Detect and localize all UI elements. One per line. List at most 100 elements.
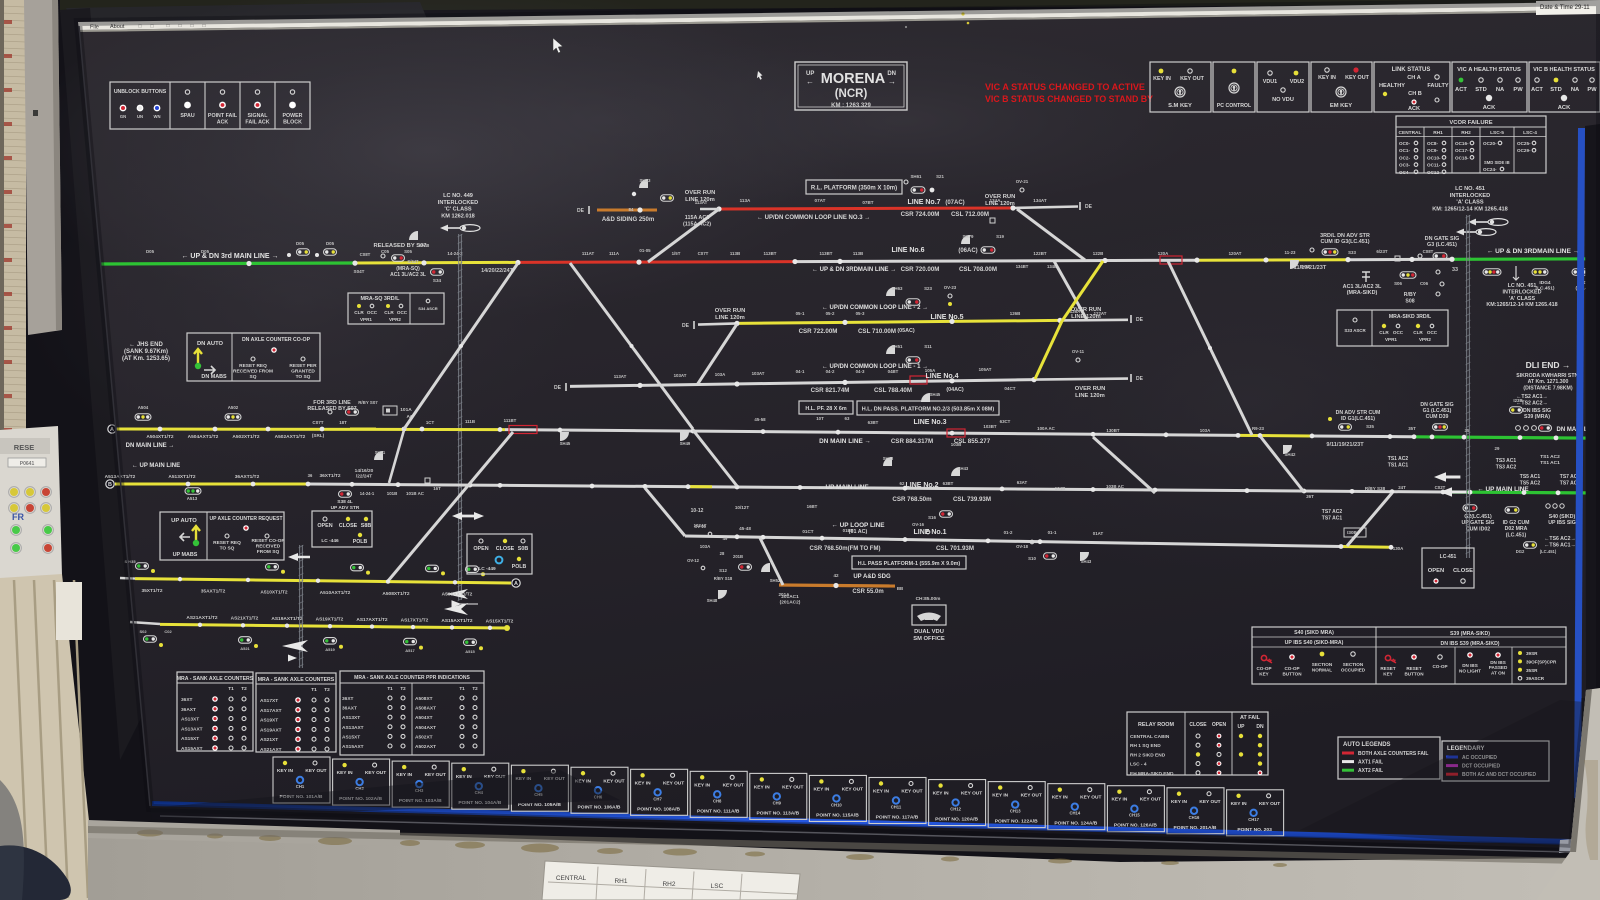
svg-text:LINE No.2: LINE No.2 <box>905 482 938 489</box>
svg-text:1/5T: 1/5T <box>672 251 681 256</box>
svg-text:36AXT1/T2: 36AXT1/T2 <box>235 474 260 480</box>
svg-text:POINT NO. 111A/B: POINT NO. 111A/B <box>697 808 740 814</box>
svg-text:SIGNAL: SIGNAL <box>247 113 268 119</box>
svg-text:KEY IN: KEY IN <box>694 782 710 788</box>
svg-text:(LC.451): (LC.451) <box>1540 549 1557 554</box>
svg-text:KEY OUT: KEY OUT <box>1021 793 1042 799</box>
svg-text:UN: UN <box>137 114 143 119</box>
svg-text:62: 62 <box>900 481 905 486</box>
svg-text:CSR 55.0m: CSR 55.0m <box>852 589 883 595</box>
svg-text:104B: 104B <box>1055 486 1066 491</box>
svg-text:KEY IN: KEY IN <box>1052 795 1068 801</box>
svg-text:NA: NA <box>1571 87 1580 93</box>
svg-text:39OF(SP)CPR: 39OF(SP)CPR <box>1526 659 1557 664</box>
svg-text:CENTRAL CABIN: CENTRAL CABIN <box>1130 734 1170 740</box>
svg-text:← UP MAIN LINE: ← UP MAIN LINE <box>132 463 180 469</box>
svg-text:S12: S12 <box>719 568 727 573</box>
svg-text:126B: 126B <box>1010 311 1021 316</box>
svg-text:RH 2 SIKD END: RH 2 SIKD END <box>1130 752 1166 758</box>
svg-text:C07T: C07T <box>312 420 323 425</box>
svg-text:103AT: 103AT <box>674 373 687 378</box>
svg-text:D02 MRA: D02 MRA <box>1505 526 1528 532</box>
svg-text:UP ADV STR: UP ADV STR <box>331 505 360 511</box>
svg-text:CH8: CH8 <box>713 798 722 803</box>
svg-text:OPEN: OPEN <box>1428 568 1444 574</box>
svg-text:GRANTED: GRANTED <box>291 369 315 375</box>
svg-text:AS21XT: AS21XT <box>260 737 278 743</box>
svg-text:INTERLOCKED: INTERLOCKED <box>438 200 478 206</box>
svg-text:36XT: 36XT <box>342 696 354 702</box>
svg-text:S33 ASCR: S33 ASCR <box>1344 328 1366 333</box>
svg-text:KEY OUT: KEY OUT <box>1345 75 1370 81</box>
svg-text:S04T: S04T <box>354 269 365 274</box>
svg-text:AS21AXT: AS21AXT <box>260 747 282 753</box>
svg-text:CSR 768.50m(FM TO FM): CSR 768.50m(FM TO FM) <box>810 546 881 552</box>
svg-text:←TS2 AC2→: ←TS2 AC2→ <box>1516 400 1548 406</box>
svg-text:KEY OUT: KEY OUT <box>901 789 922 795</box>
svg-text:NO LIGHT: NO LIGHT <box>1459 668 1481 673</box>
svg-text:A517: A517 <box>405 648 415 653</box>
svg-text:KEY OUT: KEY OUT <box>1199 799 1220 805</box>
svg-text:(SRL): (SRL) <box>312 433 325 438</box>
svg-text:KEY OUT: KEY OUT <box>782 784 803 790</box>
svg-text:01BT: 01BT <box>843 528 854 533</box>
svg-text:RESET REQ: RESET REQ <box>239 363 267 369</box>
svg-text:01-05: 01-05 <box>639 248 651 253</box>
svg-text:FR: FR <box>12 512 24 522</box>
svg-text:R/BY: R/BY <box>1404 292 1417 298</box>
svg-text:CO-OP: CO-OP <box>1256 666 1271 671</box>
svg-text:OV-21: OV-21 <box>1016 179 1029 184</box>
svg-text:14/16/20: 14/16/20 <box>355 468 374 474</box>
svg-text:DG2: DG2 <box>1516 549 1525 554</box>
svg-text:TS7 AC2: TS7 AC2 <box>1560 480 1581 486</box>
svg-text:35T: 35T <box>1408 426 1416 431</box>
svg-text:SH45: SH45 <box>560 441 571 446</box>
svg-text:LINE 120m: LINE 120m <box>685 197 715 203</box>
svg-text:CLOSE: CLOSE <box>1189 722 1207 728</box>
svg-text:35AXT1/T2: 35AXT1/T2 <box>201 589 226 595</box>
svg-text:S/34T: S/34T <box>407 259 419 264</box>
svg-text:103BT: 103BT <box>983 424 996 429</box>
svg-text:ID G2 CUM: ID G2 CUM <box>1503 520 1530 526</box>
svg-text:OVER RUN: OVER RUN <box>715 308 746 314</box>
svg-text:KM:1265/12-14 KM 1265.418: KM:1265/12-14 KM 1265.418 <box>1486 302 1557 308</box>
svg-text:S38 4L: S38 4L <box>337 499 353 505</box>
svg-text:SECTION: SECTION <box>1312 662 1333 667</box>
svg-text:PC CONTROL: PC CONTROL <box>1217 103 1252 109</box>
svg-text:'A' CLASS: 'A' CLASS <box>1456 200 1483 206</box>
svg-text:9/11/19/21/23T: 9/11/19/21/23T <box>1326 442 1364 448</box>
svg-text:A513: A513 <box>187 496 198 501</box>
svg-text:04-1: 04-1 <box>796 369 805 374</box>
svg-text:63BT: 63BT <box>868 420 879 425</box>
svg-text:P0641: P0641 <box>20 461 35 467</box>
svg-text:RESET CO-OP: RESET CO-OP <box>251 538 285 544</box>
svg-text:RH2: RH2 <box>662 881 675 888</box>
svg-text:AC1 3L/AC2 3L: AC1 3L/AC2 3L <box>390 272 426 278</box>
svg-text:OC20-: OC20- <box>1483 141 1497 146</box>
svg-text:OCC: OCC <box>1393 330 1404 335</box>
svg-text:LINE No.7: LINE No.7 <box>907 199 940 206</box>
svg-text:S33: S33 <box>1348 250 1356 255</box>
svg-text:134B: 134B <box>1047 264 1057 269</box>
svg-text:LSC-4: LSC-4 <box>1523 130 1537 136</box>
svg-text:01-1: 01-1 <box>1048 530 1057 535</box>
svg-text:CH14: CH14 <box>1069 811 1080 816</box>
svg-text:A513XT1/T2: A513XT1/T2 <box>168 474 196 480</box>
svg-text:DN MAIN LINE →: DN MAIN LINE → <box>126 443 175 449</box>
svg-text:113A: 113A <box>740 198 751 203</box>
svg-text:OC10-: OC10- <box>1427 155 1441 160</box>
svg-text:LINK STATUS: LINK STATUS <box>1392 67 1431 73</box>
svg-text:S02: S02 <box>139 629 147 634</box>
svg-text:SH51: SH51 <box>892 344 904 349</box>
svg-text:SH43: SH43 <box>640 178 652 183</box>
svg-text:122BT: 122BT <box>1033 251 1046 256</box>
svg-text:(LC.451): (LC.451) <box>1506 532 1527 538</box>
svg-text:DE: DE <box>554 385 562 391</box>
svg-text:POINT NO. 105A/B: POINT NO. 105A/B <box>518 802 561 808</box>
svg-text:TS1 AC1: TS1 AC1 <box>1540 460 1560 466</box>
svg-text:H.L. PF. 28 X 6m: H.L. PF. 28 X 6m <box>805 406 847 412</box>
svg-text:□: □ <box>138 24 141 30</box>
svg-text:CSL 701.93M: CSL 701.93M <box>936 545 974 552</box>
svg-text:111AT: 111AT <box>582 251 595 256</box>
svg-text:(MRA-SQ): (MRA-SQ) <box>396 266 420 272</box>
